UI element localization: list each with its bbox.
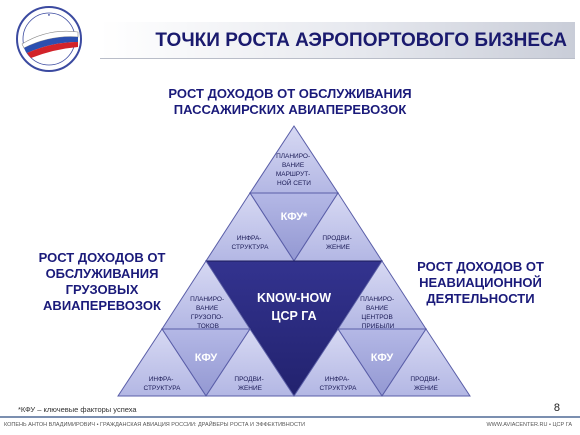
right-infra-triangle (293, 328, 383, 397)
top-promo-label: ПРОДВИ- ЖЕНИЕ (322, 235, 353, 251)
footer-divider (0, 416, 580, 418)
center-csr-ga-label: ЦСР ГА (271, 309, 316, 323)
left-promo-triangle (205, 328, 295, 397)
footer-author: КОПЕНЬ АНТОН ВЛАДИМИРОВИЧ • ГРАЖДАНСКАЯ … (4, 422, 306, 428)
heading-cargo-revenue: РОСТ ДОХОДОВ ОТ ОБСЛУЖИВАНИЯ ГРУЗОВЫХ АВ… (38, 250, 166, 313)
organization-logo: ● (16, 6, 82, 72)
svg-text:●: ● (48, 12, 51, 17)
center-know-how-label: KNOW-HOW (257, 291, 331, 305)
right-planning-label: ПЛАНИРО- ВАНИЕ ЦЕНТРОВ ПРИБЫЛИ (360, 296, 396, 330)
footer-website: WWW.AVIACENTER.RU • ЦСР ГА (486, 422, 572, 428)
top-infra-label: ИНФРА- СТРУКТУРА (232, 235, 270, 251)
right-promo-triangle (381, 328, 471, 397)
heading-passenger-revenue: РОСТ ДОХОДОВ ОТ ОБСЛУЖИВАНИЯ ПАССАЖИРСКИ… (168, 86, 412, 117)
right-promo-label: ПРОДВИ- ЖЕНИЕ (410, 376, 441, 392)
heading-non-aviation-revenue: РОСТ ДОХОДОВ ОТ НЕАВИАЦИОННОЙ ДЕЯТЕЛЬНОС… (417, 259, 544, 306)
top-planning-label: ПЛАНИРО- ВАНИЕ МАРШРУТ- НОЙ СЕТИ (276, 153, 312, 187)
left-promo-label: ПРОДВИ- ЖЕНИЕ (234, 376, 265, 392)
top-kfu-label: КФУ* (281, 211, 308, 223)
left-planning-label: ПЛАНИРО- ВАНИЕ ГРУЗОПО- ТОКОВ (190, 296, 226, 330)
right-infra-label: ИНФРА- СТРУКТУРА (320, 376, 358, 392)
left-kfu-label: КФУ (195, 352, 218, 364)
right-kfu-label: КФУ (371, 352, 394, 364)
left-infra-triangle (117, 328, 207, 397)
title-band: ТОЧКИ РОСТА АЭРОПОРТОВОГО БИЗНЕСА (100, 22, 575, 59)
footnote: *КФУ – ключевые факторы успеха (18, 405, 137, 414)
page-number: 8 (553, 402, 560, 414)
left-infra-label: ИНФРА- СТРУКТУРА (144, 376, 182, 392)
page-title: ТОЧКИ РОСТА АЭРОПОРТОВОГО БИЗНЕСА (155, 30, 567, 51)
